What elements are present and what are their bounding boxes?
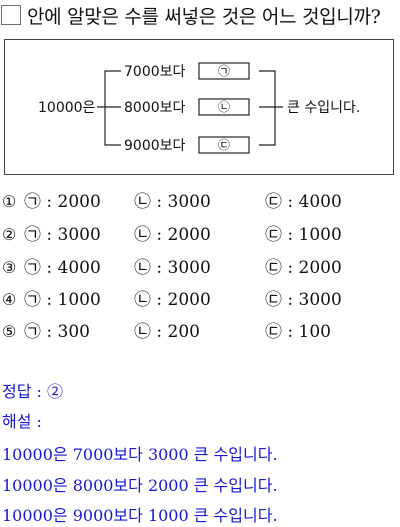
explanation-line: 10000은 8000보다 2000 큰 수입니다. [2,476,278,495]
option-value-b: ㉡ : 3000 [134,258,211,278]
option-value-a: ㉠ : 4000 [24,258,101,278]
left-label: 10000은 [38,100,96,116]
problem-figure: 10000은 7000보다 8000보다 9000보다 큰 수입니다. ㉠ ㉡ … [4,39,394,175]
row-label-3: 9000보다 [124,138,186,154]
option-number: ③ [2,258,17,277]
option-value-c: ㉢ : 1000 [265,225,342,245]
row-label-1: 7000보다 [124,64,186,80]
question-line: 안에 알맞은 수를 써넣은 것은 어느 것입니까? [1,2,381,28]
option-value-c: ㉢ : 100 [265,322,331,342]
option-number: ④ [2,290,17,309]
figure-diagram: 10000은 7000보다 8000보다 9000보다 큰 수입니다. ㉠ ㉡ … [38,62,360,154]
option-value-c: ㉢ : 2000 [265,258,342,278]
option-value-a: ㉠ : 1000 [24,290,101,310]
option-value-b: ㉡ : 200 [134,322,200,342]
box-symbol-2: ㉡ [218,100,230,114]
explanation-line: 10000은 7000보다 3000 큰 수입니다. [2,445,278,464]
question-text: 안에 알맞은 수를 써넣은 것은 어느 것입니까? [27,5,381,28]
box-symbol-1: ㉠ [218,64,230,78]
option-5[interactable]: ⑤ ㉠ : 300 ㉡ : 200 ㉢ : 100 [2,320,400,344]
right-bracket [259,70,276,146]
option-1[interactable]: ① ㉠ : 2000 ㉡ : 3000 ㉢ : 4000 [2,190,400,214]
option-number: ② [2,225,17,244]
option-value-c: ㉢ : 3000 [265,290,342,310]
option-number: ⑤ [2,322,17,341]
box-symbol-3: ㉢ [218,138,230,152]
answer-blank-box[interactable] [1,5,21,25]
option-value-b: ㉡ : 2000 [134,290,211,310]
option-value-a: ㉠ : 2000 [24,192,101,212]
explanation-label: 해설 : [2,412,42,431]
option-number: ① [2,192,17,211]
option-value-b: ㉡ : 2000 [134,225,211,245]
right-label: 큰 수입니다. [287,100,360,116]
option-4[interactable]: ④ ㉠ : 1000 ㉡ : 2000 ㉢ : 3000 [2,288,400,312]
blank-box-2 [198,98,250,116]
option-3[interactable]: ③ ㉠ : 4000 ㉡ : 3000 ㉢ : 2000 [2,256,400,280]
option-value-b: ㉡ : 3000 [134,192,211,212]
explanation-line: 10000은 9000보다 1000 큰 수입니다. [2,506,278,525]
answer-label: 정답 : ② [2,382,64,401]
option-2[interactable]: ② ㉠ : 3000 ㉡ : 2000 ㉢ : 1000 [2,223,400,247]
option-value-a: ㉠ : 3000 [24,225,101,245]
option-value-a: ㉠ : 300 [24,322,90,342]
option-value-c: ㉢ : 4000 [265,192,342,212]
blank-box-3 [198,136,250,154]
row-label-2: 8000보다 [124,100,186,116]
left-bracket [104,70,121,146]
blank-box-1 [198,62,250,80]
